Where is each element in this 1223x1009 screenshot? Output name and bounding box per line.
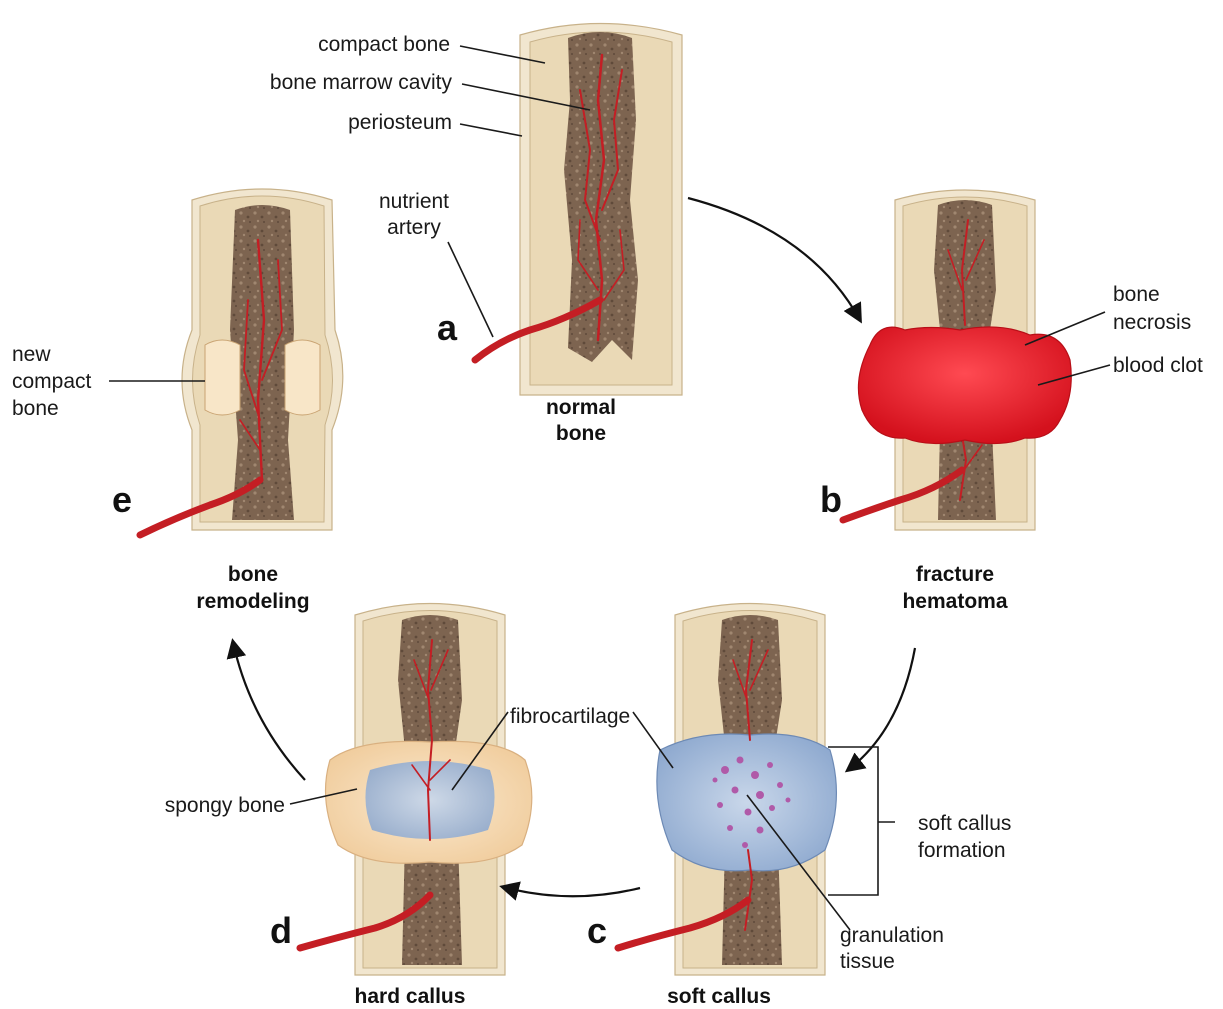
label-bone-marrow-cavity: bone marrow cavity (270, 71, 453, 94)
label-nutrient-artery-line2: artery (387, 216, 441, 239)
arrow-c-to-d (503, 887, 640, 896)
caption-a-line1: normal (546, 396, 616, 419)
soft-callus (657, 734, 837, 871)
panel-letter-e: e (112, 479, 132, 520)
panel-c-soft-callus (618, 604, 836, 976)
arrow-b-to-c (848, 648, 915, 770)
label-new-compact-bone-line1: new (12, 343, 51, 366)
panel-e-bone-remodeling (140, 189, 343, 535)
label-new-compact-bone-line2: compact (12, 370, 92, 393)
label-fibrocartilage: fibrocartilage (510, 705, 630, 728)
label-granulation-tissue-line1: granulation (840, 924, 944, 947)
caption-d: hard callus (355, 985, 466, 1008)
arrow-d-to-e (233, 642, 305, 780)
label-bone-necrosis-line1: bone (1113, 283, 1160, 306)
panel-d-hard-callus (300, 604, 532, 976)
panel-letter-d: d (270, 910, 292, 951)
panel-letter-a: a (437, 307, 458, 348)
label-nutrient-artery-line1: nutrient (379, 190, 449, 213)
panel-letter-b: b (820, 479, 842, 520)
label-bone-necrosis-line2: necrosis (1113, 311, 1191, 334)
caption-e-line2: remodeling (196, 590, 309, 613)
arrow-a-to-b (688, 198, 860, 320)
label-periosteum: periosteum (348, 111, 452, 134)
panel-letter-c: c (587, 910, 607, 951)
label-granulation-tissue-line2: tissue (840, 950, 895, 973)
label-compact-bone: compact bone (318, 33, 450, 56)
label-new-compact-bone-line3: bone (12, 397, 59, 420)
label-soft-callus-formation-line1: soft callus (918, 812, 1011, 835)
label-spongy-bone: spongy bone (165, 794, 285, 817)
caption-a-line2: bone (556, 422, 606, 445)
label-blood-clot: blood clot (1113, 354, 1203, 377)
caption-e-line1: bone (228, 563, 278, 586)
caption-b-line2: hematoma (902, 590, 1007, 613)
label-soft-callus-formation-line2: formation (918, 839, 1006, 862)
panel-b-fracture-hematoma (843, 190, 1071, 530)
caption-b-line1: fracture (916, 563, 994, 586)
panel-a-normal-bone (475, 24, 682, 396)
caption-c: soft callus (667, 985, 771, 1008)
